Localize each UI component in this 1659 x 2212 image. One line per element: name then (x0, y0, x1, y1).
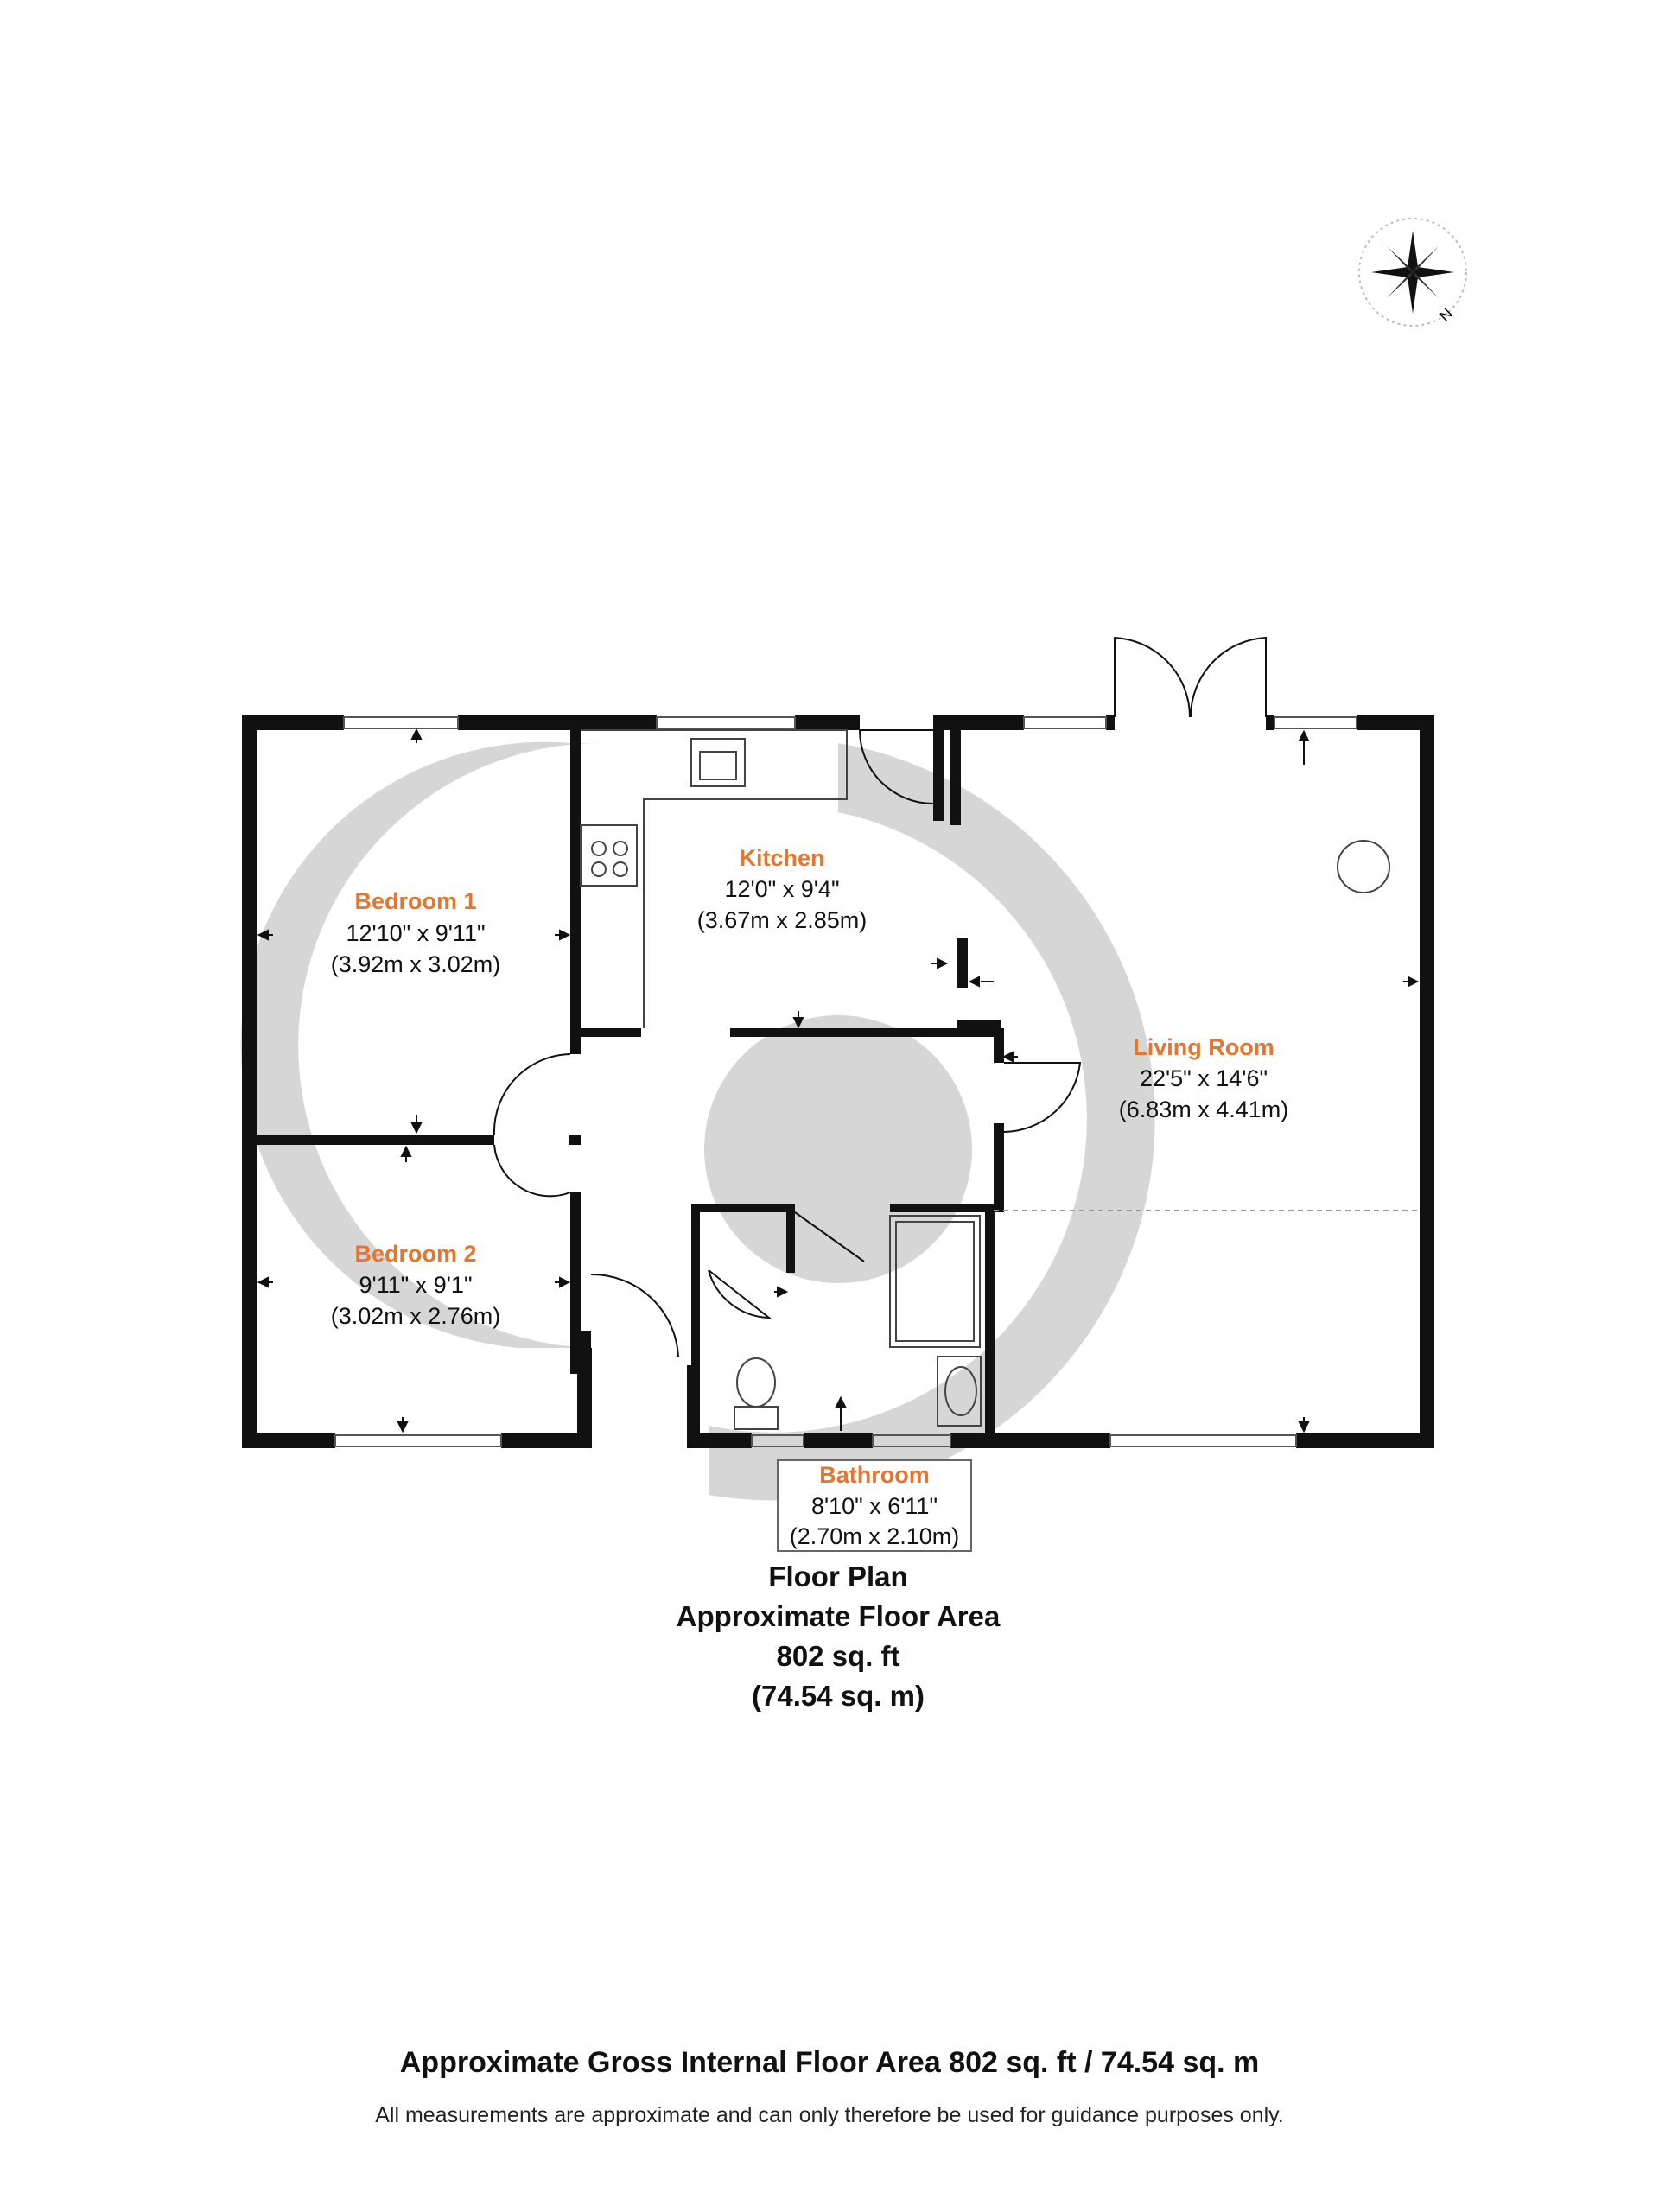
kitchen-fittings (580, 729, 1390, 1430)
gross-floor-area: Approximate Gross Internal Floor Area 80… (399, 2046, 1260, 2079)
bathroom-dim-imperial: 8'10" x 6'11" (810, 1493, 938, 1519)
bedroom2-name: Bedroom 2 (354, 1241, 477, 1267)
bedroom1-name: Bedroom 1 (354, 888, 477, 914)
bedroom2-dim-metric: (3.02m x 2.76m) (330, 1303, 501, 1329)
living-room-dim-metric: (6.83m x 4.41m) (1118, 1096, 1289, 1122)
walls (242, 715, 1434, 1448)
bedroom1-dim-metric: (3.92m x 3.02m) (330, 951, 501, 977)
summary-title: Floor Plan (768, 1560, 908, 1592)
bathroom-name: Bathroom (819, 1462, 930, 1488)
kitchen-name: Kitchen (739, 845, 825, 871)
living-room-name: Living Room (1133, 1034, 1274, 1060)
doors (493, 636, 1267, 1357)
bedroom1-dim-imperial: 12'10" x 9'11" (346, 920, 486, 946)
summary-area-ft: 802 sq. ft (776, 1640, 900, 1672)
disclaimer-text: All measurements are approximate and can… (375, 2103, 1284, 2127)
bathroom-label-box (777, 1459, 972, 1552)
measurement-arrows (257, 728, 1420, 1433)
bedroom2-dim-imperial: 9'11" x 9'1" (359, 1272, 473, 1298)
kitchen-dim-metric: (3.67m x 2.85m) (696, 907, 868, 933)
kitchen-dim-imperial: 12'0" x 9'4" (724, 876, 840, 902)
summary-area-m: (74.54 sq. m) (752, 1680, 925, 1712)
windows (334, 716, 1357, 1447)
floor-area-summary: Floor Plan Approximate Floor Area 802 sq… (677, 1557, 1001, 1716)
summary-subtitle: Approximate Floor Area (676, 1600, 1001, 1632)
compass-icon: N (1358, 218, 1467, 327)
living-room-dim-imperial: 22'5" x 14'6" (1139, 1065, 1268, 1091)
bathroom-dim-metric: (2.70m x 2.10m) (789, 1523, 960, 1549)
